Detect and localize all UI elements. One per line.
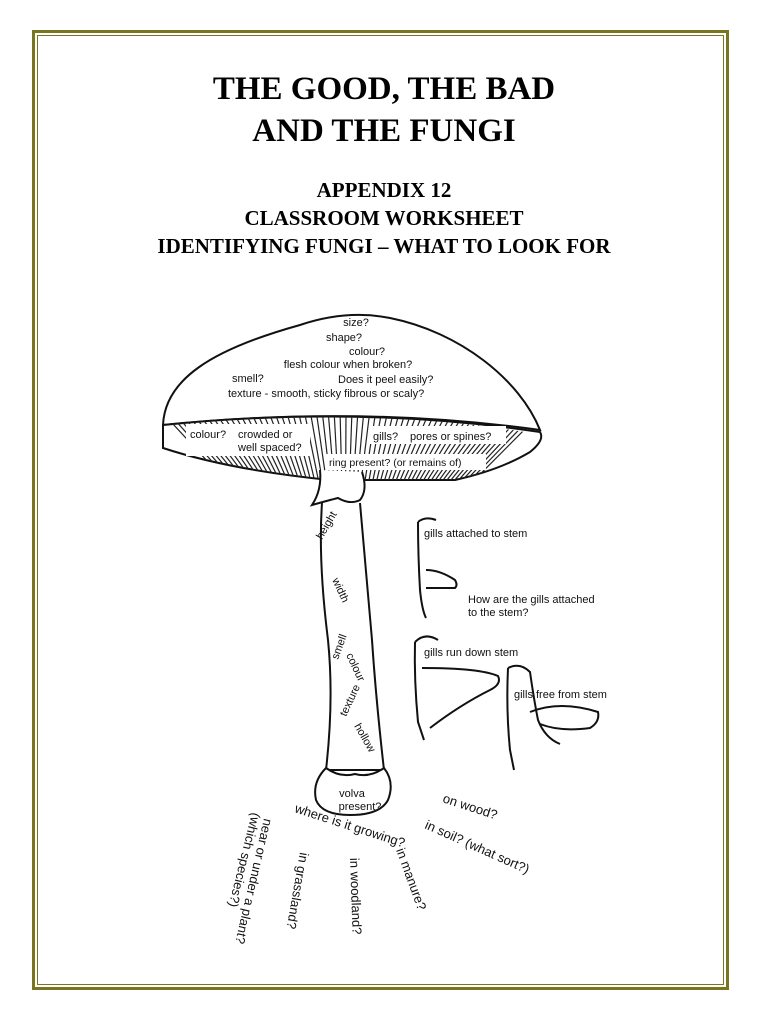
attach-question-2: to the stem? (468, 607, 529, 619)
gill-hatch-line (309, 416, 327, 480)
gill-label-ring: ring present? (or remains of) (329, 457, 461, 469)
habitat-label-wood: on wood? (441, 791, 499, 823)
diagram-gills-free (506, 664, 600, 771)
diagram-gills-attached (417, 517, 458, 619)
attach-label-attached: gills attached to stem (424, 528, 527, 540)
cap-label-peel: Does it peel easily? (338, 374, 433, 386)
cap-label-smell: smell? (232, 373, 264, 385)
attach-label-run-down: gills run down stem (424, 647, 518, 659)
page-border (32, 30, 729, 990)
gill-label-gills: gills? (373, 431, 398, 443)
page-border-inner (37, 35, 724, 985)
attach-question-1: How are the gills attached (468, 594, 595, 606)
subtitle-appendix: APPENDIX 12 (316, 178, 452, 202)
gill-label-spaced: well spaced? (237, 442, 302, 454)
diagram-gills-run-down (413, 635, 500, 741)
habitat-label-woodland: in woodland? (347, 858, 365, 935)
ring (309, 469, 366, 507)
cap-label-texture: texture - smooth, sticky fibrous or scal… (228, 388, 424, 400)
habitat-label-grassland: in grassland? (284, 851, 312, 930)
habitat-label-manure: in manure? (393, 846, 429, 912)
volva-label-2: present? (339, 801, 382, 813)
title-line-2: AND THE FUNGI (252, 113, 516, 149)
volva-label-1: volva (339, 788, 366, 800)
cap-label-size: size? (343, 317, 369, 329)
gill-hatch-line (315, 416, 330, 480)
gill-label-colour: colour? (190, 429, 226, 441)
cap-label-colour: colour? (349, 346, 385, 358)
subtitle-identifying: IDENTIFYING FUNGI – WHAT TO LOOK FOR (157, 234, 611, 258)
subtitle-worksheet: CLASSROOM WORKSHEET (244, 206, 524, 230)
title-line-1: THE GOOD, THE BAD (212, 71, 556, 107)
mushroom-stem (319, 502, 386, 771)
gill-label-pores: pores or spines? (410, 431, 491, 443)
cap-label-shape: shape? (326, 332, 362, 344)
volva (314, 766, 392, 817)
cap-label-flesh: flesh colour when broken? (284, 359, 412, 371)
attach-label-free: gills free from stem (514, 689, 607, 701)
gill-label-crowded: crowded or (238, 429, 293, 441)
habitat-label-soil: in soil? (what sort?) (423, 817, 532, 877)
